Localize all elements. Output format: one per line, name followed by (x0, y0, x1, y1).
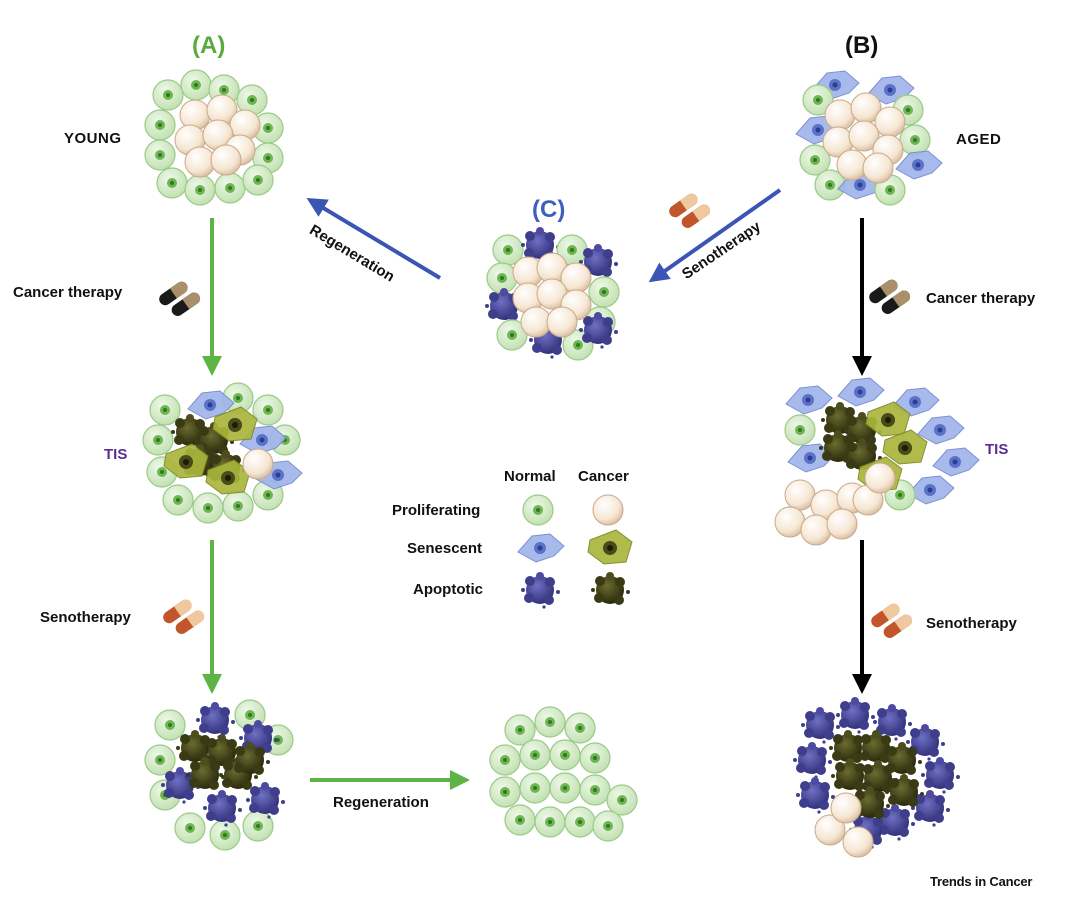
legend-cancer-proliferating-icon (592, 494, 624, 526)
capsule-dark-icon (156, 279, 203, 319)
step-b-senotherapy: Senotherapy (926, 615, 1017, 632)
panel-c-letter: (C) (532, 196, 566, 223)
cluster-aged-senotherapy-c (485, 227, 620, 361)
step-b-cancer-therapy: Cancer therapy (926, 290, 1036, 307)
legend-row-apoptotic: Apoptotic (413, 581, 483, 598)
cluster-young-tis (142, 382, 303, 524)
legend-cancer-senescent-icon (587, 529, 633, 565)
legend-col-cancer: Cancer (578, 468, 629, 485)
cluster-aged-senotherapy (793, 697, 960, 858)
capsule-orange-icon (868, 601, 915, 641)
tis-label-a: TIS (104, 446, 128, 463)
cluster-regenerated-tissue (489, 706, 638, 842)
legend-normal-proliferating-icon (522, 494, 554, 526)
cluster-aged-tumor (795, 70, 943, 206)
step-a-cancer-therapy: Cancer therapy (13, 284, 123, 301)
panel-b-letter: (B) (845, 32, 879, 59)
tis-label-b: TIS (985, 441, 1009, 458)
legend-col-normal: Normal (504, 468, 556, 485)
legend-row-senescent: Senescent (407, 540, 483, 557)
stage-aged: AGED (956, 131, 1002, 148)
capsule-orange-icon (160, 597, 207, 637)
cluster-young-tumor (144, 69, 284, 206)
journal-credit: Trends in Cancer (930, 874, 1033, 889)
stage-young: YOUNG (64, 130, 122, 147)
panel-a-letter: (A) (192, 32, 226, 59)
legend-row-proliferating: Proliferating (392, 502, 481, 519)
legend-normal-apoptotic-icon (521, 572, 560, 609)
step-a-regeneration: Regeneration (333, 794, 429, 811)
arrow-c-senotherapy (648, 188, 782, 283)
cluster-young-senotherapy (144, 699, 294, 851)
step-a-senotherapy: Senotherapy (40, 609, 131, 626)
capsule-orange-icon (666, 191, 713, 231)
legend-cancer-apoptotic-icon (591, 572, 630, 605)
cluster-aged-tis (774, 377, 980, 546)
legend-normal-senescent-icon (517, 533, 565, 563)
arrow-c-regeneration (306, 197, 442, 280)
capsule-dark-icon (866, 277, 913, 317)
